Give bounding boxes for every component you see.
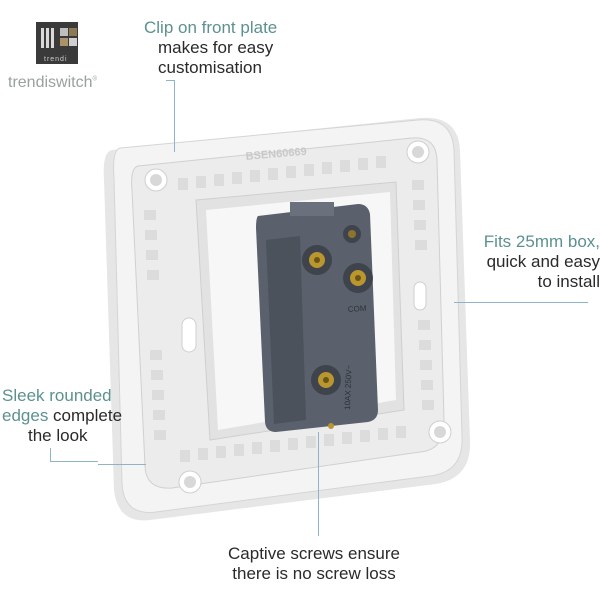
registered-mark: ® [92,76,97,83]
terminals [302,225,373,395]
callout-edges-accent1: Sleek rounded [2,386,112,405]
callout-box: Fits 25mm box, quick and easy to install [482,232,600,292]
leader-clip-h [166,80,174,81]
captive-screw-tip [328,423,334,429]
leader-box [454,302,588,303]
callout-box-line3: to install [537,272,600,291]
callout-screws-line2: there is no screw loss [232,564,396,583]
screw-holes [144,140,452,494]
trendi-logo-icon [36,22,78,64]
callout-box-accent: Fits 25mm box, [483,232,600,251]
callout-edges-line2: edges complete [2,406,122,426]
callout-edges: Sleek rounded edges complete the look [2,386,122,446]
leader-clip-v [174,80,175,152]
callout-edges-rest2: complete [48,406,123,425]
callout-edges-line3: the look [28,426,88,445]
left-slot [181,317,197,353]
leader-screws [318,432,319,536]
module-side [266,236,306,424]
callout-clip: Clip on front plate makes for easy custo… [144,18,277,78]
logo-wordmark-text: trendiswitch [8,74,93,91]
callout-screws-line1: Captive screws ensure [228,544,400,563]
terminal-label: COM [348,304,368,314]
module-top [290,202,334,216]
rib-cutouts [144,156,434,462]
right-slot [413,281,427,311]
leader-edges-h2 [98,464,146,465]
rating-label: 10AX 250V~ [343,364,354,410]
callout-box-line2: quick and easy [486,252,600,271]
callout-clip-accent: Clip on front plate [144,18,278,37]
callout-screws: Captive screws ensure there is no screw … [226,544,402,584]
plate-marking: BSEN60669 [245,146,307,163]
leader-edges-h1 [50,461,98,462]
callout-clip-line2: makes for easy [158,38,274,57]
callout-clip-line3: customisation [158,58,262,77]
logo-wordmark: trendiswitch® [8,74,97,92]
callout-edges-accent2: edges [2,406,49,425]
leader-edges-v1 [50,448,51,462]
logo-brand-text: trendi [44,56,68,63]
